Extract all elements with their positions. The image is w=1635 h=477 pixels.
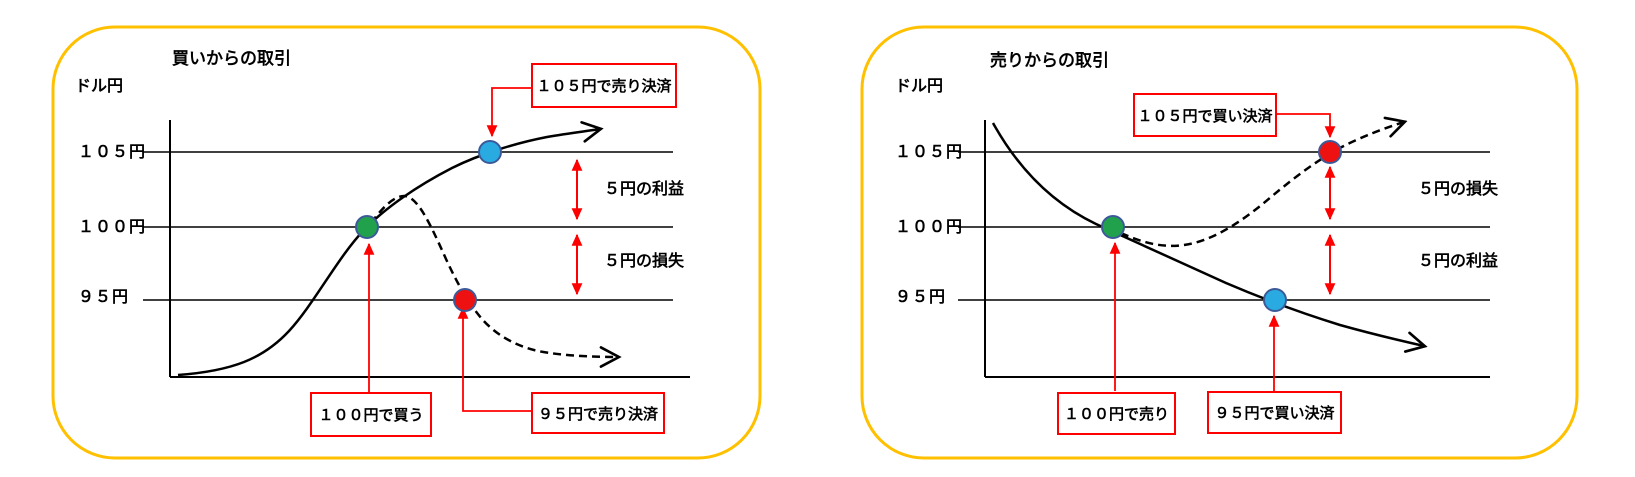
left-price-label-105: １０５円	[78, 144, 147, 161]
left-price-label-100: １００円	[78, 219, 147, 236]
right-panel-border	[860, 25, 1579, 460]
right-callout-sell-at-100: １００円で売り	[1057, 392, 1176, 435]
left-profit-exit-dot-blue	[478, 140, 502, 164]
right-callout-entry-text: １００円で売り	[1063, 406, 1169, 423]
right-callout-top-text: １０５円で買い決済	[1137, 107, 1273, 125]
left-callout-top-text: １０５円で売り決済	[536, 78, 672, 95]
left-panel-title: 買いからの取引	[172, 49, 291, 68]
right-panel-title: 売りからの取引	[990, 51, 1109, 70]
left-falling-dashed-curve	[370, 194, 618, 357]
right-rising-dashed-curve	[1120, 122, 1404, 248]
right-price-label-95: ９５円	[895, 289, 947, 306]
right-callout-buy-at-105: １０５円で買い決済	[1133, 93, 1277, 137]
right-annotation-loss: ５円の損失	[1418, 181, 1499, 198]
left-loss-exit-dot-red	[453, 288, 477, 312]
left-price-label-95: ９５円	[78, 289, 130, 306]
left-annotation-loss: ５円の損失	[604, 253, 685, 270]
left-callout-loss-text: ９５円で売り決済	[537, 405, 658, 423]
left-callout-entry-text: １００円で買う	[318, 407, 424, 424]
right-falling-price-curve	[991, 122, 1424, 346]
right-price-label-100: １００円	[895, 219, 964, 236]
left-rising-price-curve	[177, 129, 600, 377]
left-callout-loss-connector	[457, 306, 531, 412]
left-callout-top-connector	[486, 87, 531, 138]
left-callout-buy-at-100: １００円で買う	[310, 392, 432, 437]
right-profit-exit-dot-blue	[1263, 288, 1287, 312]
right-entry-dot-green	[1101, 215, 1125, 239]
right-callout-profit-text: ９５円で買い決済	[1214, 405, 1335, 422]
right-annotation-profit: ５円の利益	[1418, 253, 1499, 270]
right-callout-buy-at-95: ９５円で買い決済	[1207, 391, 1342, 434]
left-panel-border	[51, 25, 762, 460]
left-callout-sell-at-105: １０５円で売り決済	[531, 63, 677, 108]
left-callout-sell-at-95: ９５円で売り決済	[531, 392, 665, 434]
right-price-label-105: １０５円	[895, 144, 964, 161]
right-y-axis-label: ドル円	[895, 78, 944, 95]
right-loss-exit-dot-red	[1318, 140, 1342, 164]
left-entry-dot-green	[355, 215, 379, 239]
right-callout-top-connector	[1277, 113, 1336, 139]
left-y-axis-label: ドル円	[75, 78, 124, 95]
left-annotation-profit: ５円の利益	[604, 181, 685, 198]
